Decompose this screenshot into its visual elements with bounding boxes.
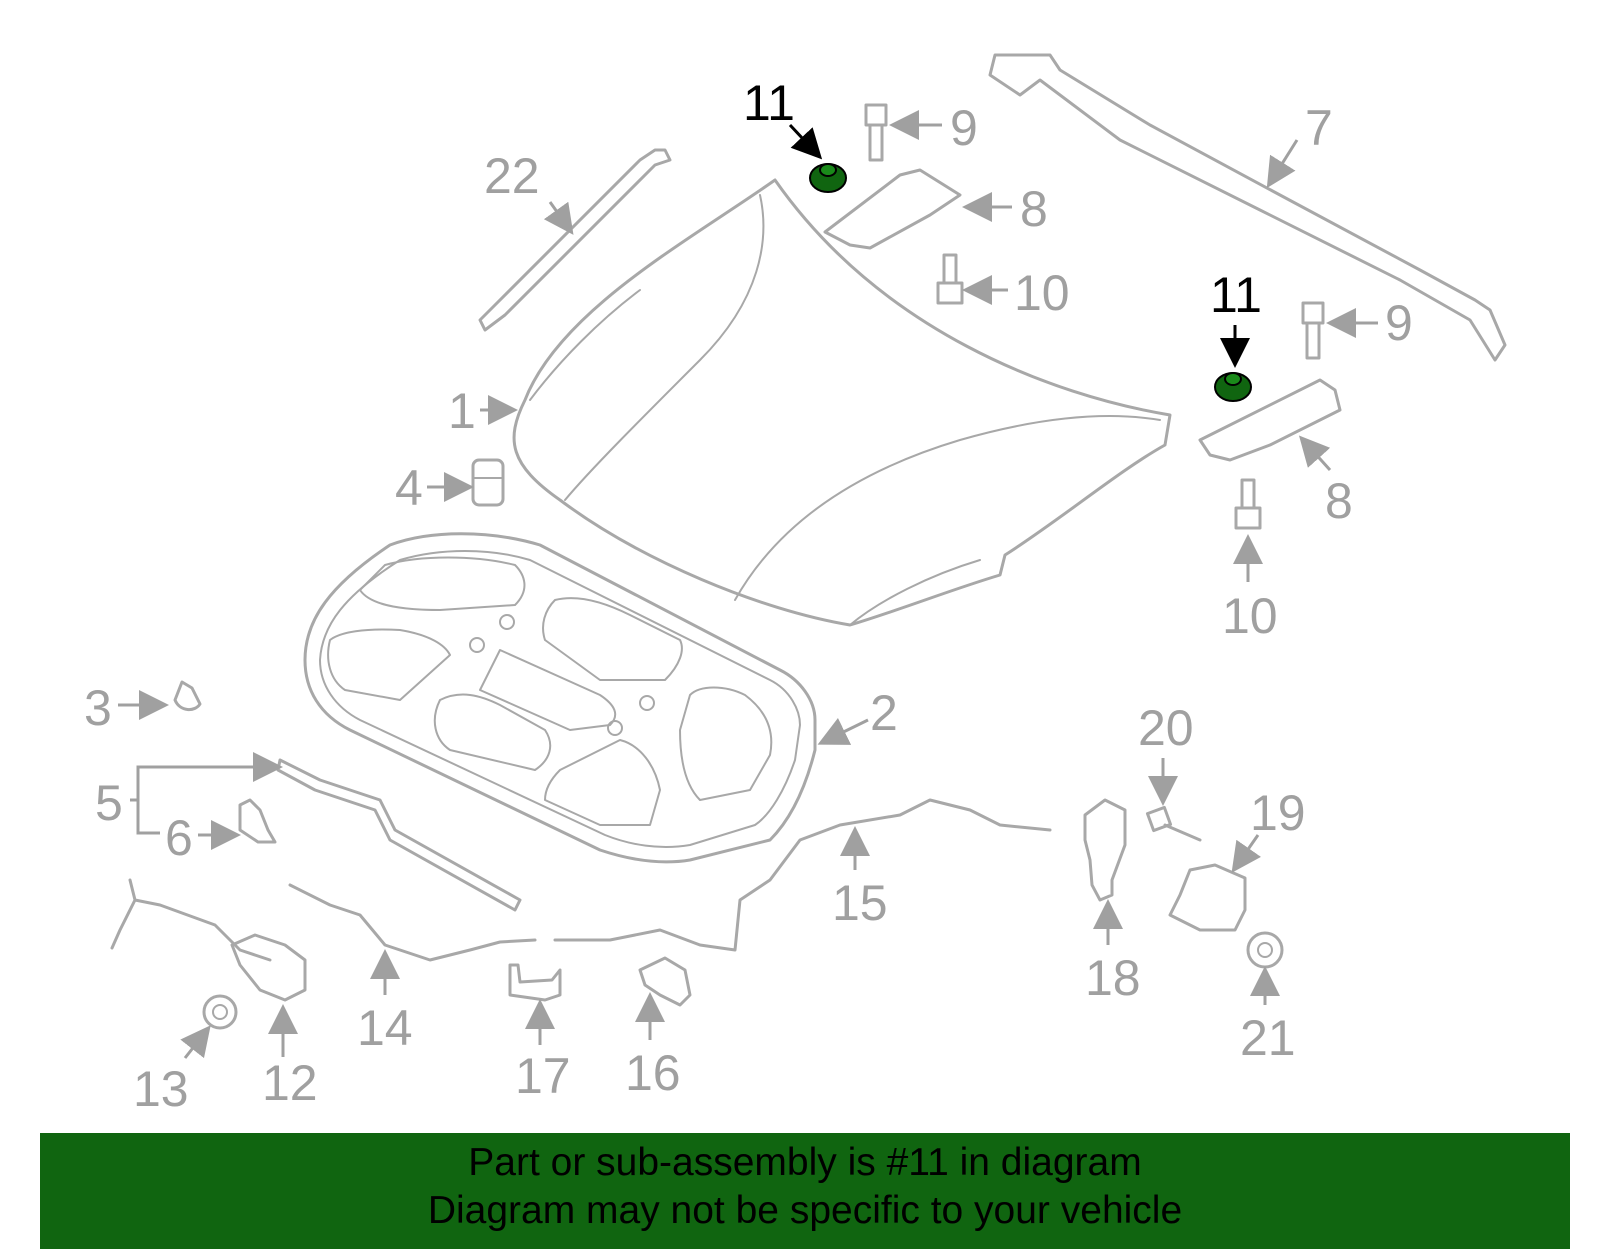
clip-17 xyxy=(508,963,562,1002)
callout-21: 21 xyxy=(1240,1010,1296,1066)
bumper-4 xyxy=(471,458,505,507)
bracket-6 xyxy=(238,798,277,844)
callout-11-right: 11 xyxy=(1210,267,1262,323)
callout-12: 12 xyxy=(262,1055,318,1111)
callout-8-right: 8 xyxy=(1325,473,1353,529)
callout-3: 3 xyxy=(84,680,112,736)
callout-15: 15 xyxy=(832,875,888,931)
banner-line-2: Diagram may not be specific to your vehi… xyxy=(427,1189,1183,1232)
cable-13-wire xyxy=(110,878,272,962)
callout-19: 19 xyxy=(1250,785,1306,841)
nut-21 xyxy=(1246,931,1284,969)
callout-6: 6 xyxy=(165,810,193,866)
strut-22 xyxy=(478,148,672,332)
nut-13 xyxy=(202,994,238,1030)
callout-20: 20 xyxy=(1138,700,1194,756)
callout-17: 17 xyxy=(515,1048,571,1104)
callout-10-left: 10 xyxy=(1014,265,1070,321)
callout-1: 1 xyxy=(448,383,476,439)
callout-5: 5 xyxy=(95,775,123,831)
callout-10-right: 10 xyxy=(1222,588,1278,644)
callout-18: 18 xyxy=(1085,950,1141,1006)
callout-22: 22 xyxy=(484,148,540,204)
callout-13: 13 xyxy=(133,1061,189,1117)
callout-14: 14 xyxy=(357,1000,413,1056)
cable-14 xyxy=(288,883,537,962)
callout-4: 4 xyxy=(395,460,423,516)
lock-19 xyxy=(1168,863,1247,932)
banner-line-1: Part or sub-assembly is #11 in diagram xyxy=(468,1141,1142,1184)
bolt-20 xyxy=(1145,805,1202,842)
callout-11-left: 11 xyxy=(743,75,795,131)
bolt-9-left xyxy=(864,103,888,162)
bracket-16 xyxy=(638,956,692,1007)
callout-16: 16 xyxy=(625,1045,681,1101)
seal-7 xyxy=(988,53,1507,362)
hood-insulator xyxy=(303,532,817,864)
callout-8-left: 8 xyxy=(1020,181,1048,237)
parts-diagram: 1 2 3 4 5 6 7 8 8 9 9 10 10 11 11 12 13 … xyxy=(84,53,1507,1117)
callout-7: 7 xyxy=(1305,100,1333,156)
hood-panel xyxy=(512,178,1172,627)
callout-labels: 1 2 3 4 5 6 7 8 8 9 9 10 10 11 11 12 13 … xyxy=(84,75,1413,1117)
nut-11-left xyxy=(809,163,847,193)
hinge-8-right xyxy=(1198,378,1342,462)
bolt-10-left xyxy=(936,253,964,305)
bolt-10-right xyxy=(1234,478,1262,530)
bolt-9-right xyxy=(1301,301,1325,360)
callout-9-left: 9 xyxy=(950,100,978,156)
handle-18 xyxy=(1083,798,1127,902)
hinge-8-left xyxy=(823,168,962,250)
cable-15 xyxy=(553,798,1052,952)
callout-9-right: 9 xyxy=(1385,295,1413,351)
callout-2: 2 xyxy=(870,685,898,741)
info-banner: Part or sub-assembly is #11 in diagram D… xyxy=(40,1133,1570,1249)
cable-5 xyxy=(276,758,522,912)
nut-11-right xyxy=(1214,372,1252,402)
clip-3 xyxy=(173,680,202,711)
latch-12 xyxy=(230,933,307,1002)
